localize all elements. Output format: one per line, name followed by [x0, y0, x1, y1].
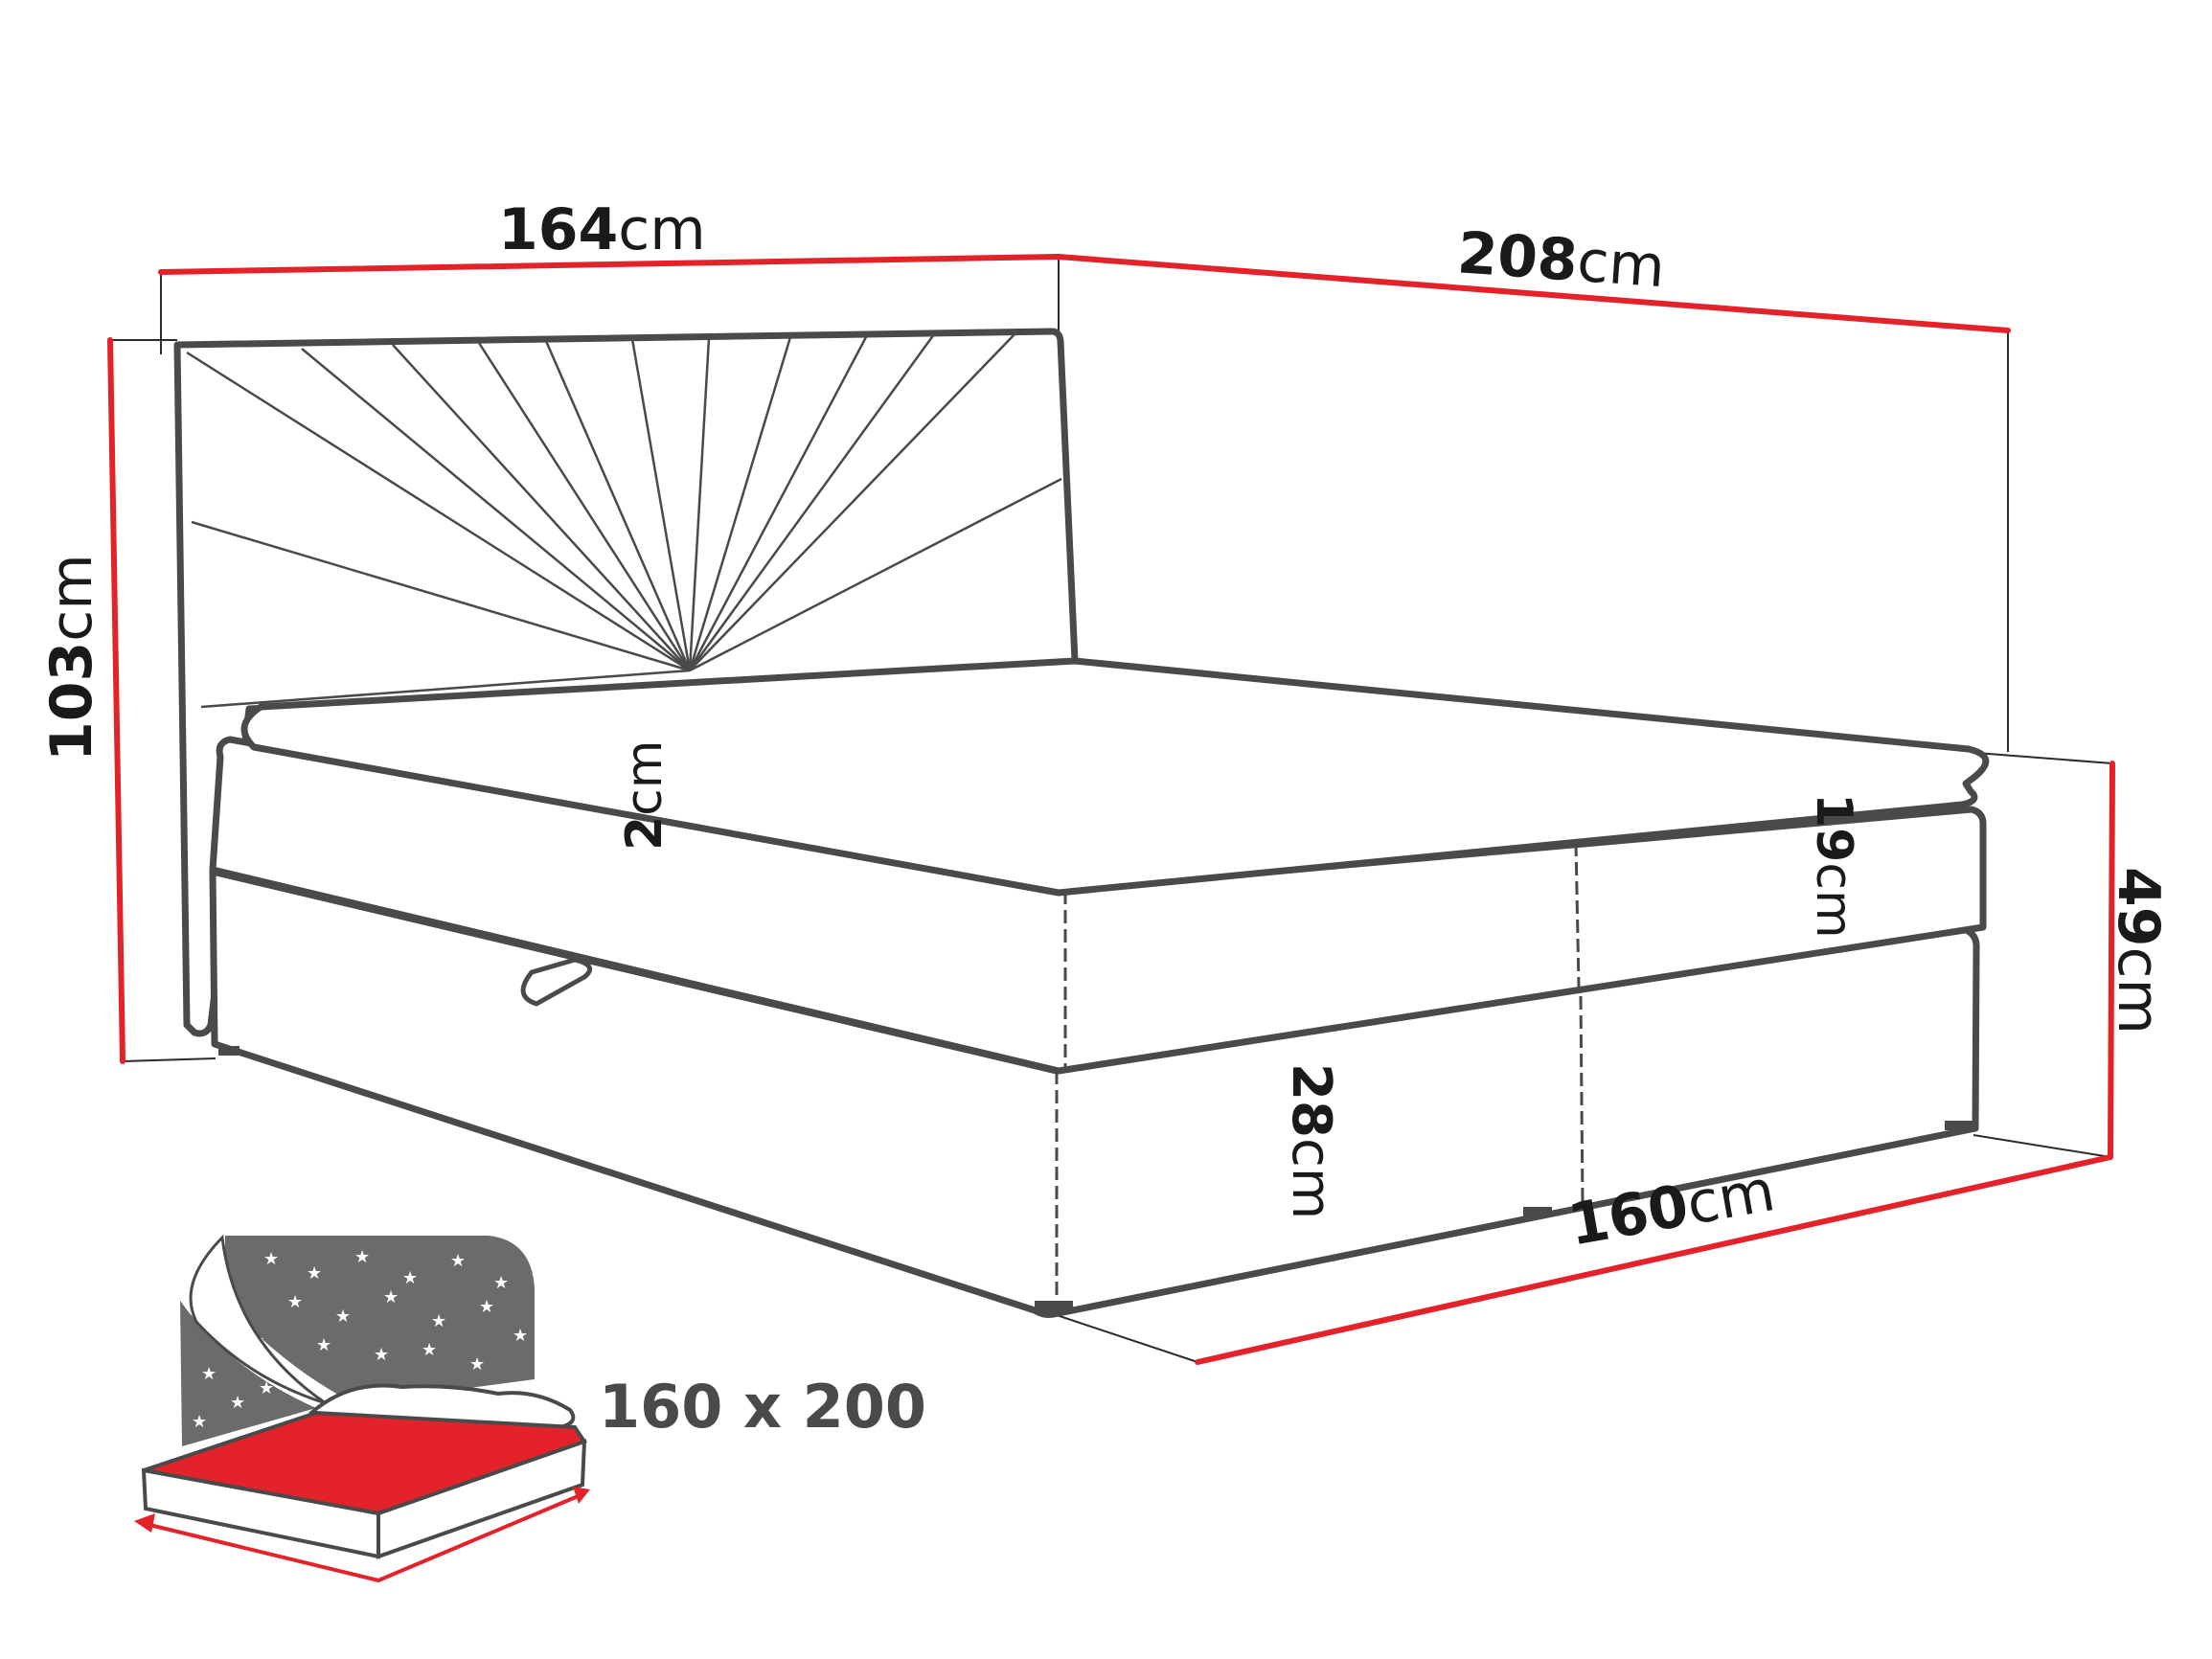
svg-text:★: ★ — [493, 1273, 509, 1293]
svg-text:★: ★ — [402, 1268, 418, 1288]
svg-text:★: ★ — [374, 1345, 389, 1365]
label-box: 28cm — [1280, 1063, 1342, 1219]
topper — [240, 657, 1990, 897]
svg-text:★: ★ — [316, 1335, 331, 1355]
svg-text:★: ★ — [354, 1247, 370, 1267]
headboard-pleats — [186, 332, 1062, 709]
svg-text:208cm: 208cm — [1455, 219, 1667, 301]
svg-text:★: ★ — [259, 1378, 274, 1398]
mattress-size-label: 160 x 200 — [599, 1372, 926, 1442]
width-base-line — [1195, 1154, 2113, 1365]
svg-text:★: ★ — [469, 1354, 485, 1375]
svg-text:★: ★ — [422, 1340, 437, 1360]
height-total-line — [107, 337, 125, 1064]
svg-text:★: ★ — [383, 1287, 399, 1307]
svg-text:★: ★ — [431, 1311, 446, 1331]
svg-text:★: ★ — [450, 1251, 466, 1271]
label-topper: 2cm — [616, 740, 673, 851]
storage-handle — [520, 957, 593, 1007]
label-width-top: 164cm — [498, 196, 706, 263]
bed-feet — [218, 1046, 1973, 1312]
night-sky-panel — [225, 1236, 535, 1403]
svg-text:★: ★ — [513, 1326, 528, 1346]
mattress-size-icon: ★★★ ★★★ ★★★ ★★★ ★★★ ★★★ ★★★ 160 x 200 — [134, 1234, 926, 1583]
svg-text:49cm: 49cm — [2105, 867, 2172, 1034]
svg-text:★: ★ — [192, 1412, 207, 1432]
svg-text:★: ★ — [307, 1263, 322, 1284]
svg-text:19cm: 19cm — [1805, 793, 1862, 939]
svg-text:★: ★ — [201, 1364, 217, 1384]
extension-lines — [110, 257, 2113, 1363]
length-line — [1056, 254, 2011, 333]
label-length: 208cm — [1455, 219, 1667, 301]
label-height-total: 103cm — [38, 554, 105, 761]
svg-text:2cm: 2cm — [616, 740, 673, 851]
svg-text:★: ★ — [479, 1297, 494, 1317]
svg-text:103cm: 103cm — [38, 554, 105, 761]
svg-text:164cm: 164cm — [498, 196, 706, 263]
height-base-line — [2108, 761, 2115, 1160]
width-top-line — [158, 254, 1061, 275]
label-height-base: 49cm — [2105, 867, 2172, 1034]
svg-text:28cm: 28cm — [1280, 1063, 1342, 1219]
label-mattress: 19cm — [1805, 793, 1862, 939]
svg-text:★: ★ — [287, 1292, 303, 1312]
svg-text:★: ★ — [263, 1249, 279, 1269]
svg-text:★: ★ — [335, 1307, 351, 1327]
stars: ★★★ ★★★ ★★★ ★★★ ★★★ ★★★ ★★★ — [192, 1247, 528, 1432]
svg-text:★: ★ — [230, 1393, 245, 1413]
